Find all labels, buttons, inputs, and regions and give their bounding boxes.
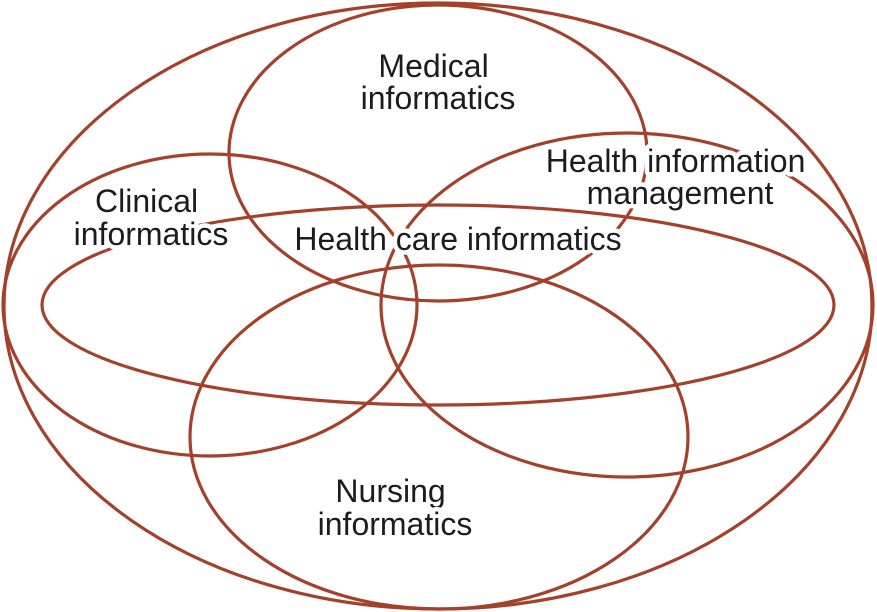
nursing-informatics-label: Nursing informatics [318,473,473,542]
clinical-informatics-label: Clinical informatics [74,183,229,252]
label-line: informatics [361,80,516,116]
nursing-informatics-ellipse [188,263,690,611]
label-line: Health information [546,143,806,179]
label-line: Clinical [95,183,198,219]
label-line: informatics [74,216,229,252]
health-information-management-ellipse [379,131,875,479]
label-line: Nursing [335,473,445,509]
health-care-informatics-ellipse [40,203,836,407]
medical-informatics-ellipse [227,3,649,303]
health-information-management-label: Health information management [546,143,815,211]
label-line: informatics [318,506,473,542]
label-line: management [587,175,774,211]
label-line: Health care informatics [294,221,621,257]
clinical-informatics-ellipse [1,152,419,458]
health-care-informatics-label: Health care informatics [294,221,621,257]
medical-informatics-label: Medical informatics [361,48,516,116]
label-line: Medical [378,48,488,84]
